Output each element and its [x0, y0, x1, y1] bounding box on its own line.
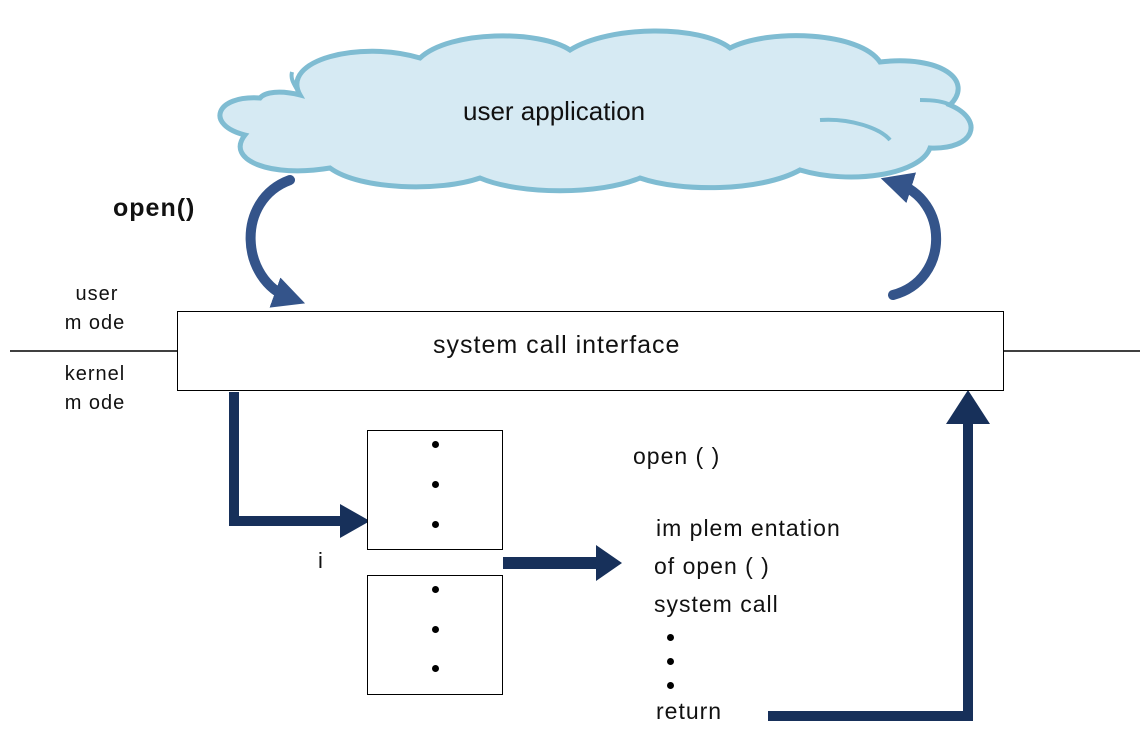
return-up-arrow-head	[946, 390, 990, 424]
table-dot	[432, 481, 439, 488]
table-entry-i	[367, 549, 503, 576]
dispatch-arrow-shaft	[229, 392, 342, 526]
cloud-fold-1	[289, 71, 302, 96]
table-dot	[432, 521, 439, 528]
return-arrow	[880, 172, 942, 300]
table-index-label: i	[318, 548, 323, 573]
system-call-interface-label: system call interface	[433, 331, 681, 359]
dispatch-arrow-head	[340, 504, 370, 538]
return-up-arrow-shaft	[768, 420, 973, 721]
table-dot	[432, 586, 439, 593]
kernel-mode-label-line2: m ode	[64, 392, 126, 414]
entry-arrow-head	[596, 545, 622, 581]
table-dot	[432, 441, 439, 448]
call-arrow	[245, 175, 306, 308]
impl-line-return: return	[656, 698, 723, 724]
cloud-body	[217, 28, 974, 194]
kernel-mode-label-line1: kernel	[64, 363, 126, 385]
table-dot	[432, 665, 439, 672]
system-call-interface-box	[177, 311, 1004, 391]
user-mode-label-line2: m ode	[64, 312, 126, 334]
cloud-fold-3	[819, 117, 892, 142]
cloud-label: user application	[463, 96, 646, 126]
impl-line-of-open: of open ( )	[654, 553, 770, 579]
impl-line-implementation: im plem entation	[656, 515, 841, 541]
table-dot	[432, 626, 439, 633]
user-mode-label-line1: user	[75, 283, 119, 305]
impl-dot	[667, 682, 674, 689]
impl-line-system-call: system call	[654, 591, 779, 617]
impl-heading: open ( )	[633, 443, 721, 469]
impl-dot	[667, 634, 674, 641]
cloud-fold-2	[919, 98, 952, 107]
impl-dot	[667, 658, 674, 665]
cloud-shape	[217, 28, 974, 194]
call-label: open()	[113, 194, 196, 222]
